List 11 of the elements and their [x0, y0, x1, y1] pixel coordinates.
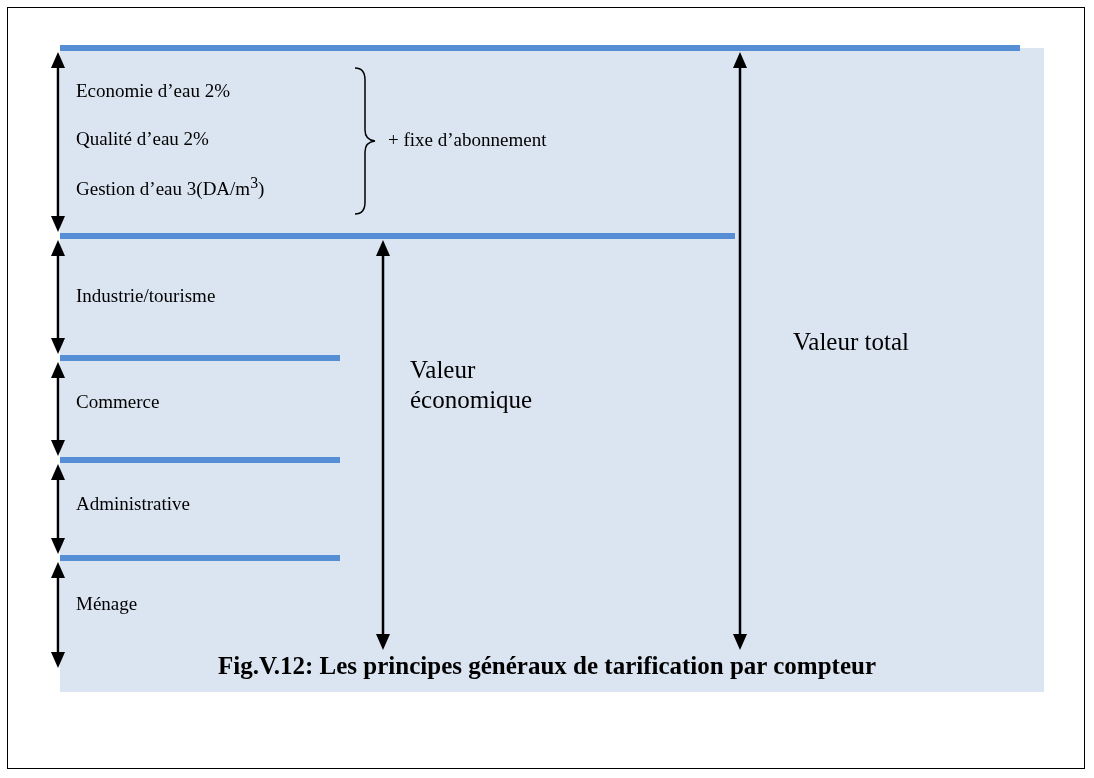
category-label: Administrative: [76, 493, 190, 516]
text-label: Qualité d’eau 2%: [76, 128, 209, 151]
category-label: Commerce: [76, 391, 160, 414]
category-label: Industrie/tourisme: [76, 285, 216, 308]
figure-caption: Fig.V.12: Les principes généraux de tarification par compteur: [216, 652, 877, 680]
text-label: Gestion d’eau 3(DA/m$^{3}$): [76, 174, 265, 202]
value-label: Valeur économique: [410, 355, 534, 415]
text-label: Economie d’eau 2%: [76, 80, 231, 103]
text-label: + fixe d’abonnement: [388, 129, 547, 152]
category-label: Ménage: [76, 593, 138, 616]
value-label: Valeur total: [793, 327, 909, 357]
